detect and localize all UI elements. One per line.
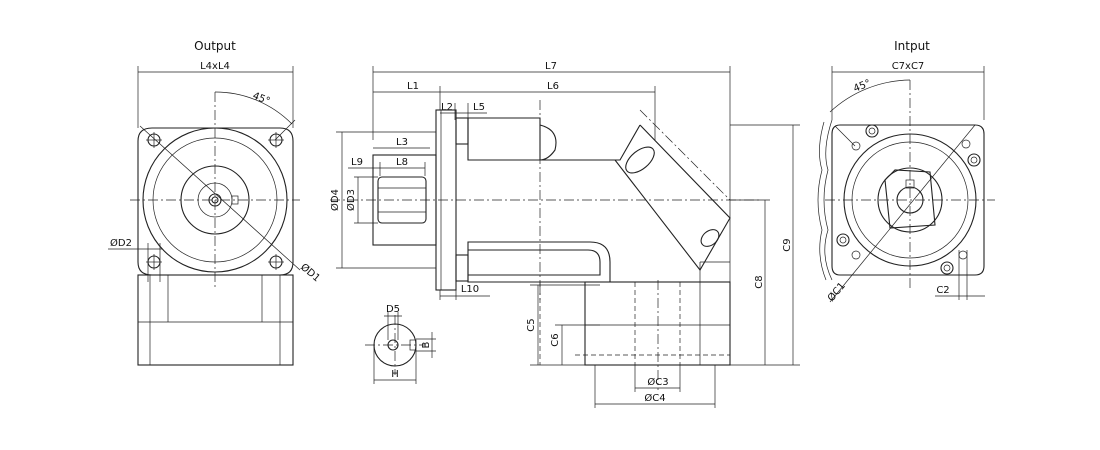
- dim-D2: ØD2: [110, 237, 132, 249]
- dim-L5: L5: [473, 102, 485, 113]
- side-view: L7 L1 L6 L2 L5 L3 L9 L8 ØD4 ØD3: [329, 61, 800, 408]
- dim-C9: C9: [782, 238, 793, 251]
- dim-C5: C5: [526, 318, 537, 331]
- dim-L1: L1: [407, 81, 419, 92]
- dim-C2: C2: [936, 285, 949, 296]
- dim-H: H: [391, 369, 399, 380]
- dim-L7: L7: [545, 61, 557, 72]
- angle-in: 45°: [852, 78, 873, 95]
- dim-L6: L6: [547, 81, 559, 92]
- dim-B: B: [421, 341, 432, 348]
- dim-C7xC7: C7xC7: [892, 61, 925, 72]
- dim-D5: D5: [386, 304, 400, 315]
- dim-L3: L3: [396, 137, 408, 148]
- dim-L4xL4: L4xL4: [200, 61, 230, 72]
- dim-L2: L2: [441, 102, 453, 113]
- dim-C4: ØC4: [644, 392, 665, 404]
- dim-C1: ØC1: [825, 280, 848, 304]
- dim-L10: L10: [461, 284, 479, 295]
- output-view: Output L4xL4 ØD1 45°: [108, 39, 323, 366]
- dim-D1: ØD1: [298, 261, 323, 284]
- dim-C8: C8: [754, 275, 765, 288]
- dim-L9: L9: [351, 157, 363, 168]
- dim-C3: ØC3: [647, 376, 668, 388]
- shaft-section: D5 B H: [365, 304, 436, 384]
- output-title: Output: [194, 39, 236, 53]
- dim-C6: C6: [550, 333, 561, 346]
- dim-L8: L8: [396, 157, 408, 168]
- input-title: Intput: [894, 39, 930, 53]
- input-view: Intput C7xC7 45° ØC1: [817, 39, 995, 304]
- angle-out: 45°: [251, 91, 272, 108]
